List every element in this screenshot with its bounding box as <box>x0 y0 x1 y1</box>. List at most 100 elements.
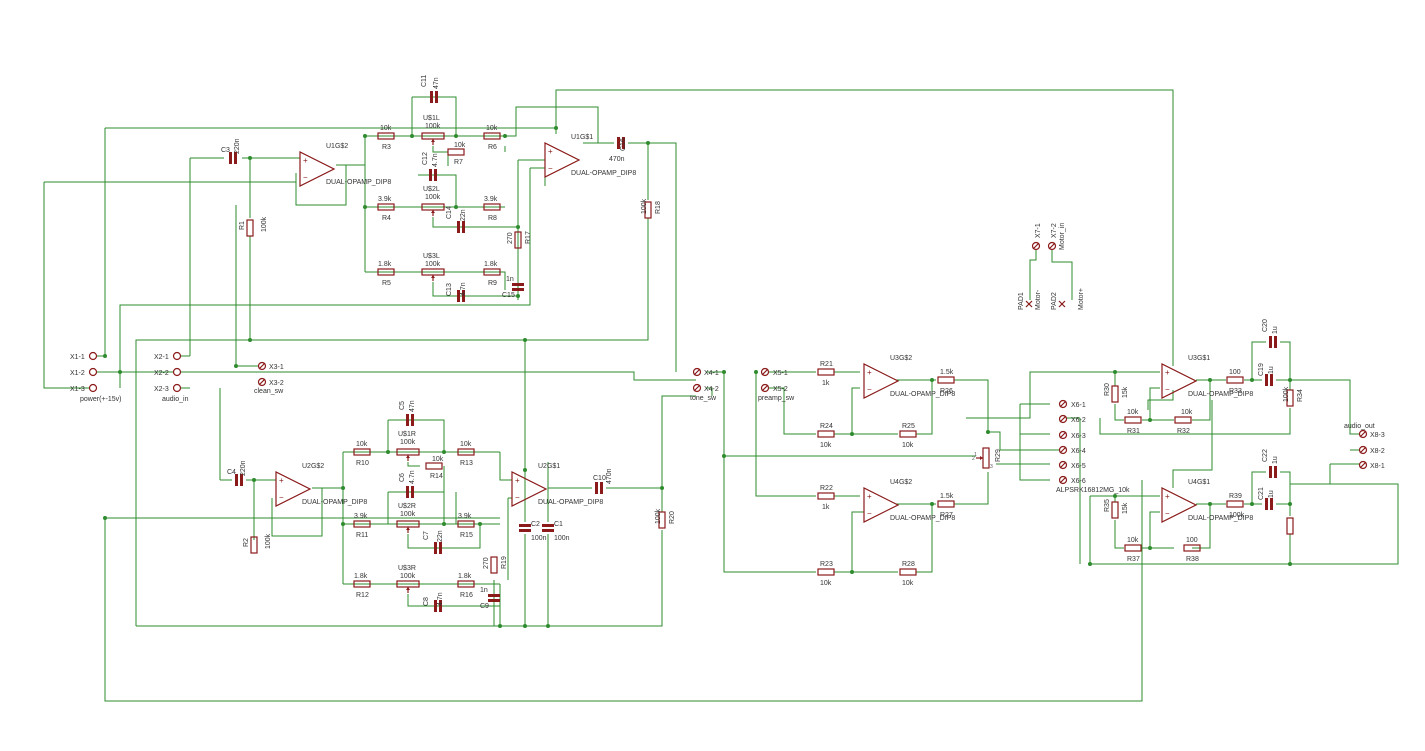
resistor-value: 3.9k <box>378 196 392 203</box>
capacitor-name: C4 <box>227 469 236 476</box>
opamp-u1g2: U1G$2 DUAL-OPAMP_DIP8 <box>299 143 391 187</box>
pot-name: U$3R <box>398 565 416 572</box>
capacitor-value: 22n <box>437 530 444 542</box>
capacitor-value: 100n <box>531 535 547 542</box>
opamp-type: DUAL-OPAMP_DIP8 <box>571 170 636 177</box>
capacitor-name: C7 <box>423 531 430 540</box>
pin-label: X5-1 <box>773 370 788 377</box>
terminal-pin[interactable] <box>88 367 98 377</box>
resistor-name: R1 <box>239 221 246 230</box>
connector-x7: X7-1 X7-2 Motor_in <box>1031 223 1066 251</box>
resistor-value: 100 <box>1186 537 1198 544</box>
pin-label: X6-6 <box>1071 478 1086 485</box>
resistor-value: 270 <box>507 232 514 244</box>
resistor-name: R2 <box>243 538 250 547</box>
resistor-value: 1k <box>822 380 830 387</box>
terminal-pin[interactable] <box>172 383 182 393</box>
resistor-value: 3.9k <box>458 513 472 520</box>
capacitor-value: 470n <box>609 156 625 163</box>
resistor-name: R10 <box>356 460 369 467</box>
pin-label: X8-3 <box>1370 432 1385 439</box>
pin-label: X1-1 <box>70 354 85 361</box>
pad-2: PAD2 Motor+ <box>1051 288 1085 310</box>
opamp-name: U1G$2 <box>326 143 348 150</box>
connector-label: ALPSRK16812MG_10k <box>1056 487 1130 494</box>
resistor-value: 15k <box>1122 386 1129 398</box>
opamp-u4g2: U4G$2 DUAL-OPAMP_DIP8 <box>863 479 955 523</box>
pin-label: X5-2 <box>773 386 788 393</box>
opamp-u2g2: U2G$2 DUAL-OPAMP_DIP8 <box>275 463 367 507</box>
wire-net <box>43 89 1399 702</box>
capacitor-value: 1n <box>506 276 514 283</box>
pin-label: X8-1 <box>1370 463 1385 470</box>
resistor-name: R34 <box>1297 389 1304 402</box>
pin-label: X7-2 <box>1051 223 1058 238</box>
pad-1: PAD1 Motor- <box>1018 289 1042 310</box>
terminal-pin[interactable] <box>88 351 98 361</box>
terminal-pin[interactable] <box>88 383 98 393</box>
resistor-value: 1.8k <box>354 573 368 580</box>
connector-x4: X4-1 X4-2 tone_sw <box>690 367 719 402</box>
capacitor-name: C14 <box>446 206 453 219</box>
svg-text:1: 1 <box>974 452 977 458</box>
opamp-name: U4G$2 <box>890 479 912 486</box>
pot-value: 100k <box>425 194 441 201</box>
connector-x3: X3-1 X3-2 clean_sw <box>254 361 284 395</box>
resistor-name: R39 <box>1229 493 1242 500</box>
capacitor-value: 220n <box>234 138 241 154</box>
opamp-u4g1: U4G$1 DUAL-OPAMP_DIP8 <box>1161 479 1253 523</box>
terminal-pin[interactable] <box>172 351 182 361</box>
resistor-value: 10k <box>356 441 368 448</box>
resistor-name: R32 <box>1177 428 1190 435</box>
capacitor-name: C2 <box>531 521 540 528</box>
capacitor-value: 100n <box>554 535 570 542</box>
resistor-name: R8 <box>488 215 497 222</box>
capacitor-name: C19 <box>1258 363 1265 376</box>
resistor-name: R11 <box>356 532 368 539</box>
pin-label: X8-2 <box>1370 448 1385 455</box>
opamp-u2g1: U2G$1 DUAL-OPAMP_DIP8 <box>511 463 603 507</box>
connector-label: tone_sw <box>690 395 717 402</box>
pin-label: X4-1 <box>704 370 719 377</box>
capacitor-value: 4.7n <box>437 592 444 606</box>
resistor-name: R33 <box>1229 388 1242 395</box>
resistor-value: 100 <box>1229 369 1241 376</box>
terminal-pin[interactable] <box>172 367 182 377</box>
resistor-value: 10k <box>1181 409 1193 416</box>
pin-label: X6-5 <box>1071 463 1086 470</box>
capacitor-value: 4.7n <box>460 282 467 296</box>
pot-value: 100k <box>400 439 416 446</box>
capacitor-name: C6 <box>399 473 406 482</box>
resistor-name: R9 <box>488 280 497 287</box>
resistor-value: 10k <box>454 142 466 149</box>
pin-label: X6-4 <box>1071 448 1086 455</box>
opamp-u3g2: U3G$2 DUAL-OPAMP_DIP8 <box>863 355 955 399</box>
